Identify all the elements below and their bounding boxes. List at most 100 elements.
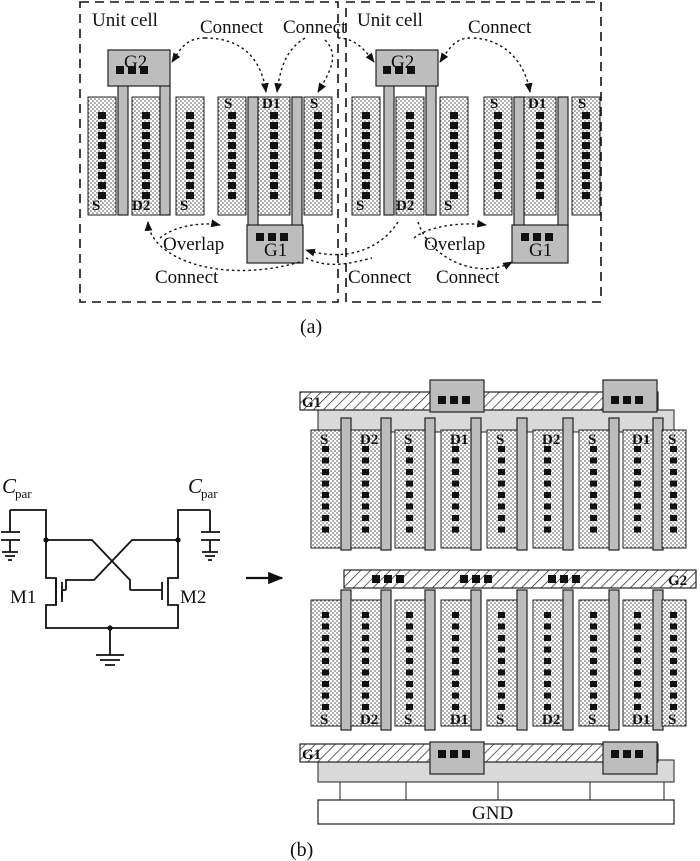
contact-square [406, 526, 413, 533]
contact-square [270, 162, 278, 169]
contact-square [322, 612, 329, 618]
layout-terminal-label: S [668, 432, 676, 448]
cpar-right-subscript: par [201, 486, 218, 501]
contact-square [270, 182, 278, 189]
layout-terminal-label: S [404, 432, 412, 448]
gate-contact-square [623, 750, 631, 758]
cross-wire [65, 539, 178, 590]
connect-label: Connect [468, 17, 532, 38]
contact-square [314, 182, 322, 189]
terminal-label-d2: D2 [132, 198, 150, 214]
contact-square [452, 503, 459, 510]
contact-square [228, 152, 236, 159]
layout-terminal-label: S [588, 712, 596, 728]
contact-square [498, 515, 505, 521]
contact-square [322, 669, 329, 676]
contact-square [634, 612, 641, 618]
contact-square [544, 526, 551, 533]
contact-square [186, 142, 194, 149]
contact-square [406, 623, 413, 630]
unit-cell-frame-left [79, 1, 339, 303]
contact-square [406, 469, 413, 475]
contact-square [590, 526, 597, 533]
contact-square [362, 635, 369, 641]
contact-square [670, 635, 677, 641]
contact-square [498, 635, 505, 641]
contact-square [314, 142, 322, 149]
gate-finger [516, 589, 528, 731]
contact-square [452, 457, 459, 464]
contact-square [494, 132, 502, 139]
g2-label: G2 [668, 573, 687, 589]
gnd-label: GND [472, 803, 513, 824]
gate-contact-square [533, 233, 541, 241]
contact-square [450, 182, 458, 189]
terminal-label-s: S [578, 96, 586, 112]
connect-label: Connect [348, 267, 412, 288]
contact-square [544, 635, 551, 641]
contact-square [142, 152, 150, 159]
contact-square [450, 152, 458, 159]
metal-strip [317, 409, 675, 433]
contact-square [406, 182, 414, 189]
overlap-label: Overlap [163, 234, 224, 255]
contact-square [186, 192, 194, 199]
contact-square [634, 692, 641, 699]
cpar-left-subscript: par [15, 486, 32, 501]
contact-square [536, 152, 544, 159]
m2-wire [110, 540, 179, 629]
unit-cell-label: Unit cell [357, 10, 423, 31]
contact-square [498, 457, 505, 464]
contact-square [406, 692, 413, 699]
contact-square [322, 457, 329, 464]
contact-square [362, 132, 370, 139]
contact-square [406, 132, 414, 139]
contact-square [322, 469, 329, 475]
gate-contact-square [521, 233, 529, 241]
gate-contact-square [623, 396, 631, 404]
contact-square [362, 612, 369, 618]
gate-contact-square [256, 233, 264, 241]
terminal-label-s: S [92, 198, 100, 214]
contact-square [452, 635, 459, 641]
g2-mid-bus [343, 569, 697, 589]
contact-square [406, 612, 413, 618]
contact-square [590, 635, 597, 641]
contact-square [450, 162, 458, 169]
g1-top-label: G1 [302, 395, 321, 411]
contact-square [362, 669, 369, 676]
contact-square [544, 492, 551, 498]
contact-square [634, 503, 641, 510]
gate-contact-square [128, 66, 136, 74]
contact-square [544, 669, 551, 676]
contact-square [406, 635, 413, 641]
layout-terminal-label: D1 [632, 432, 650, 448]
layout-terminal-label: S [496, 432, 504, 448]
contact-square [494, 172, 502, 179]
gate-g1-label: G1 [529, 240, 552, 261]
contact-square [228, 172, 236, 179]
cross-wire [46, 539, 131, 590]
contact-square [406, 142, 414, 149]
contact-square [536, 142, 544, 149]
node-dot [107, 625, 113, 631]
layout-terminal-label: S [496, 712, 504, 728]
contact-square [142, 162, 150, 169]
contact-square [186, 172, 194, 179]
contact-square [406, 646, 413, 653]
contact-square [362, 152, 370, 159]
contact-square [452, 612, 459, 618]
contact-square [98, 122, 106, 129]
contact-square [544, 469, 551, 475]
contact-square [670, 457, 677, 464]
contact-square [582, 112, 590, 119]
layout-terminal-label: D2 [360, 432, 378, 448]
gate-finger [380, 417, 392, 551]
gate-contact-square [560, 575, 568, 583]
m1-channel [55, 578, 63, 605]
connect-label: Connect [436, 267, 500, 288]
contact-square [362, 646, 369, 653]
gate-contact-square [484, 575, 492, 583]
